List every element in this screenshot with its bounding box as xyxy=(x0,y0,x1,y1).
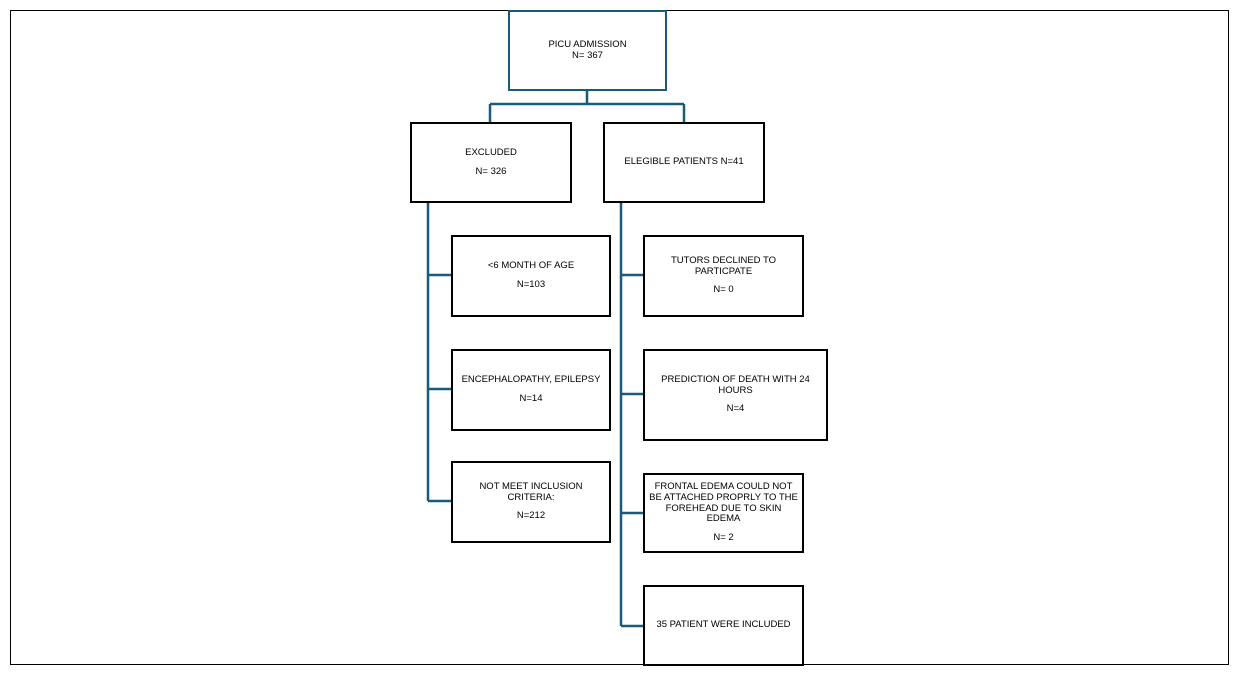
excluded-reason-count: N=103 xyxy=(516,279,546,290)
excluded-title: EXCLUDED xyxy=(465,146,517,158)
eligible-step-box: FRONTAL EDEMA COULD NOT BE ATTACHED PROP… xyxy=(643,473,804,553)
eligible-step-title: FRONTAL EDEMA COULD NOT BE ATTACHED PROP… xyxy=(649,480,798,525)
excluded-count: N= 326 xyxy=(475,165,507,177)
excluded-reason-title: <6 MONTH OF AGE xyxy=(487,260,575,272)
eligible-step-box: TUTORS DECLINED TO PARTICPATE N= 0 xyxy=(643,235,804,317)
picu-admission-count: N= 367 xyxy=(572,49,603,61)
picu-admission-box: PICU ADMISSION N= 367 xyxy=(508,10,667,91)
eligible-step-title: 35 PATIENT WERE INCLUDED xyxy=(656,619,791,631)
excluded-reason-box: NOT MEET INCLUSION CRITERIA: N=212 xyxy=(451,461,611,543)
excluded-reason-box: ENCEPHALOPATHY, EPILEPSY N=14 xyxy=(451,349,611,431)
picu-admission-title: PICU ADMISSION xyxy=(548,38,627,50)
eligible-step-count: N= 0 xyxy=(713,284,734,296)
eligible-title: ELEGIBLE PATIENTS N=41 xyxy=(624,156,744,168)
excluded-reason-box: <6 MONTH OF AGE N=103 xyxy=(451,235,611,317)
eligible-step-count: N=4 xyxy=(726,403,745,415)
eligible-box: ELEGIBLE PATIENTS N=41 xyxy=(603,122,765,203)
excluded-reason-title: NOT MEET INCLUSION CRITERIA: xyxy=(479,480,583,503)
excluded-reason-count: N=212 xyxy=(516,510,546,522)
eligible-step-box: PREDICTION OF DEATH WITH 24 HOURS N=4 xyxy=(643,349,828,441)
eligible-step-count: N= 2 xyxy=(713,532,734,544)
excluded-box: EXCLUDED N= 326 xyxy=(410,122,572,203)
eligible-step-title: TUTORS DECLINED TO PARTICPATE xyxy=(670,254,777,277)
excluded-reason-title: ENCEPHALOPATHY, EPILEPSY xyxy=(461,374,601,386)
eligible-step-title: PREDICTION OF DEATH WITH 24 HOURS xyxy=(661,373,810,396)
excluded-reason-count: N=14 xyxy=(519,393,543,404)
eligible-step-box: 35 PATIENT WERE INCLUDED xyxy=(643,585,804,666)
